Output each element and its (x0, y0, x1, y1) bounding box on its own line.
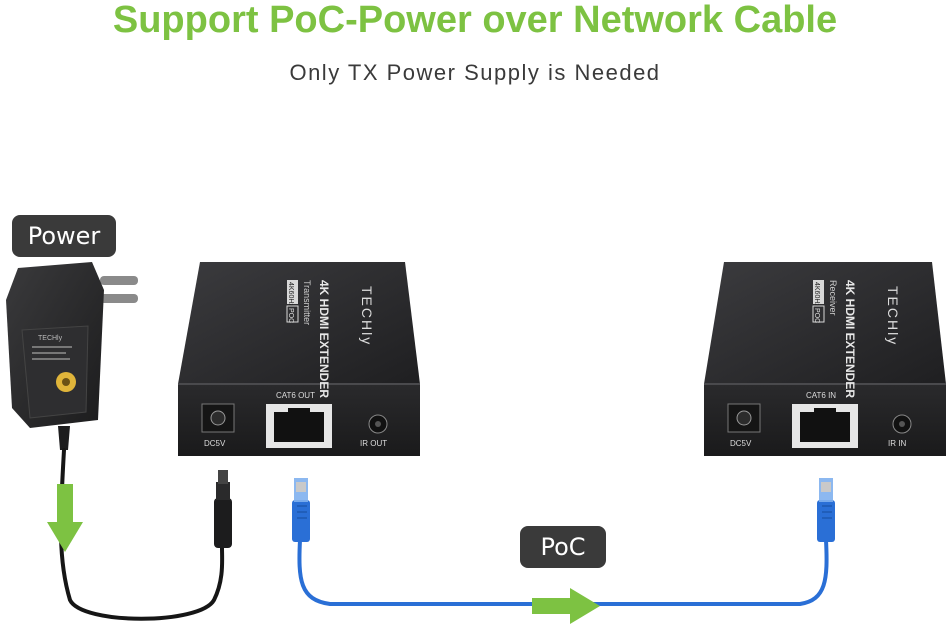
page-title: Support PoC-Power over Network Cable (112, 0, 838, 41)
receiver-cat-label: CAT6 IN (806, 391, 836, 400)
transmitter-badge-res: 4K60Hz (287, 282, 294, 307)
page-subtitle: Only TX Power Supply is Needed (289, 60, 661, 85)
receiver-badge-res: 4K60Hz (813, 282, 820, 307)
transmitter-unit: 4K HDMI EXTENDER Transmitter 4K60Hz POC … (178, 262, 420, 456)
transmitter-top (178, 262, 420, 384)
transmitter-cat-label: CAT6 OUT (276, 391, 315, 400)
receiver-dc-label: DC5V (730, 439, 752, 448)
transmitter-title: 4K HDMI EXTENDER (317, 280, 331, 398)
receiver-role: Receiver (828, 280, 838, 316)
receiver-title: 4K HDMI EXTENDER (843, 280, 857, 398)
power-cable (58, 448, 225, 621)
arrow-down-icon (47, 484, 83, 552)
adapter-panel (21, 325, 89, 419)
receiver-brand: TECHly (885, 286, 901, 346)
receiver-unit: 4K HDMI EXTENDER Receiver 4K60Hz POC TEC… (704, 262, 946, 456)
power-label: Power (12, 215, 116, 257)
plug-prong (100, 294, 138, 303)
poc-label: PoC (520, 526, 606, 568)
receiver-badge-poc: POC (813, 308, 820, 323)
transmitter-badge-poc: POC (287, 308, 294, 323)
rj45-plug-right (817, 478, 835, 542)
transmitter-role: Transmitter (302, 280, 312, 325)
transmitter-ir-label: IR OUT (360, 439, 387, 448)
dc-plug (214, 470, 232, 548)
rj45-plug-left (292, 478, 310, 542)
transmitter-brand: TECHly (359, 286, 375, 346)
adapter-brand: TECHly (38, 335, 63, 342)
plug-prong (100, 276, 138, 285)
receiver-top (704, 262, 946, 384)
power-adapter: TECHly (6, 262, 138, 450)
receiver-ir-label: IR IN (888, 439, 906, 448)
arrow-right-icon (532, 588, 600, 624)
transmitter-dc-label: DC5V (204, 439, 226, 448)
